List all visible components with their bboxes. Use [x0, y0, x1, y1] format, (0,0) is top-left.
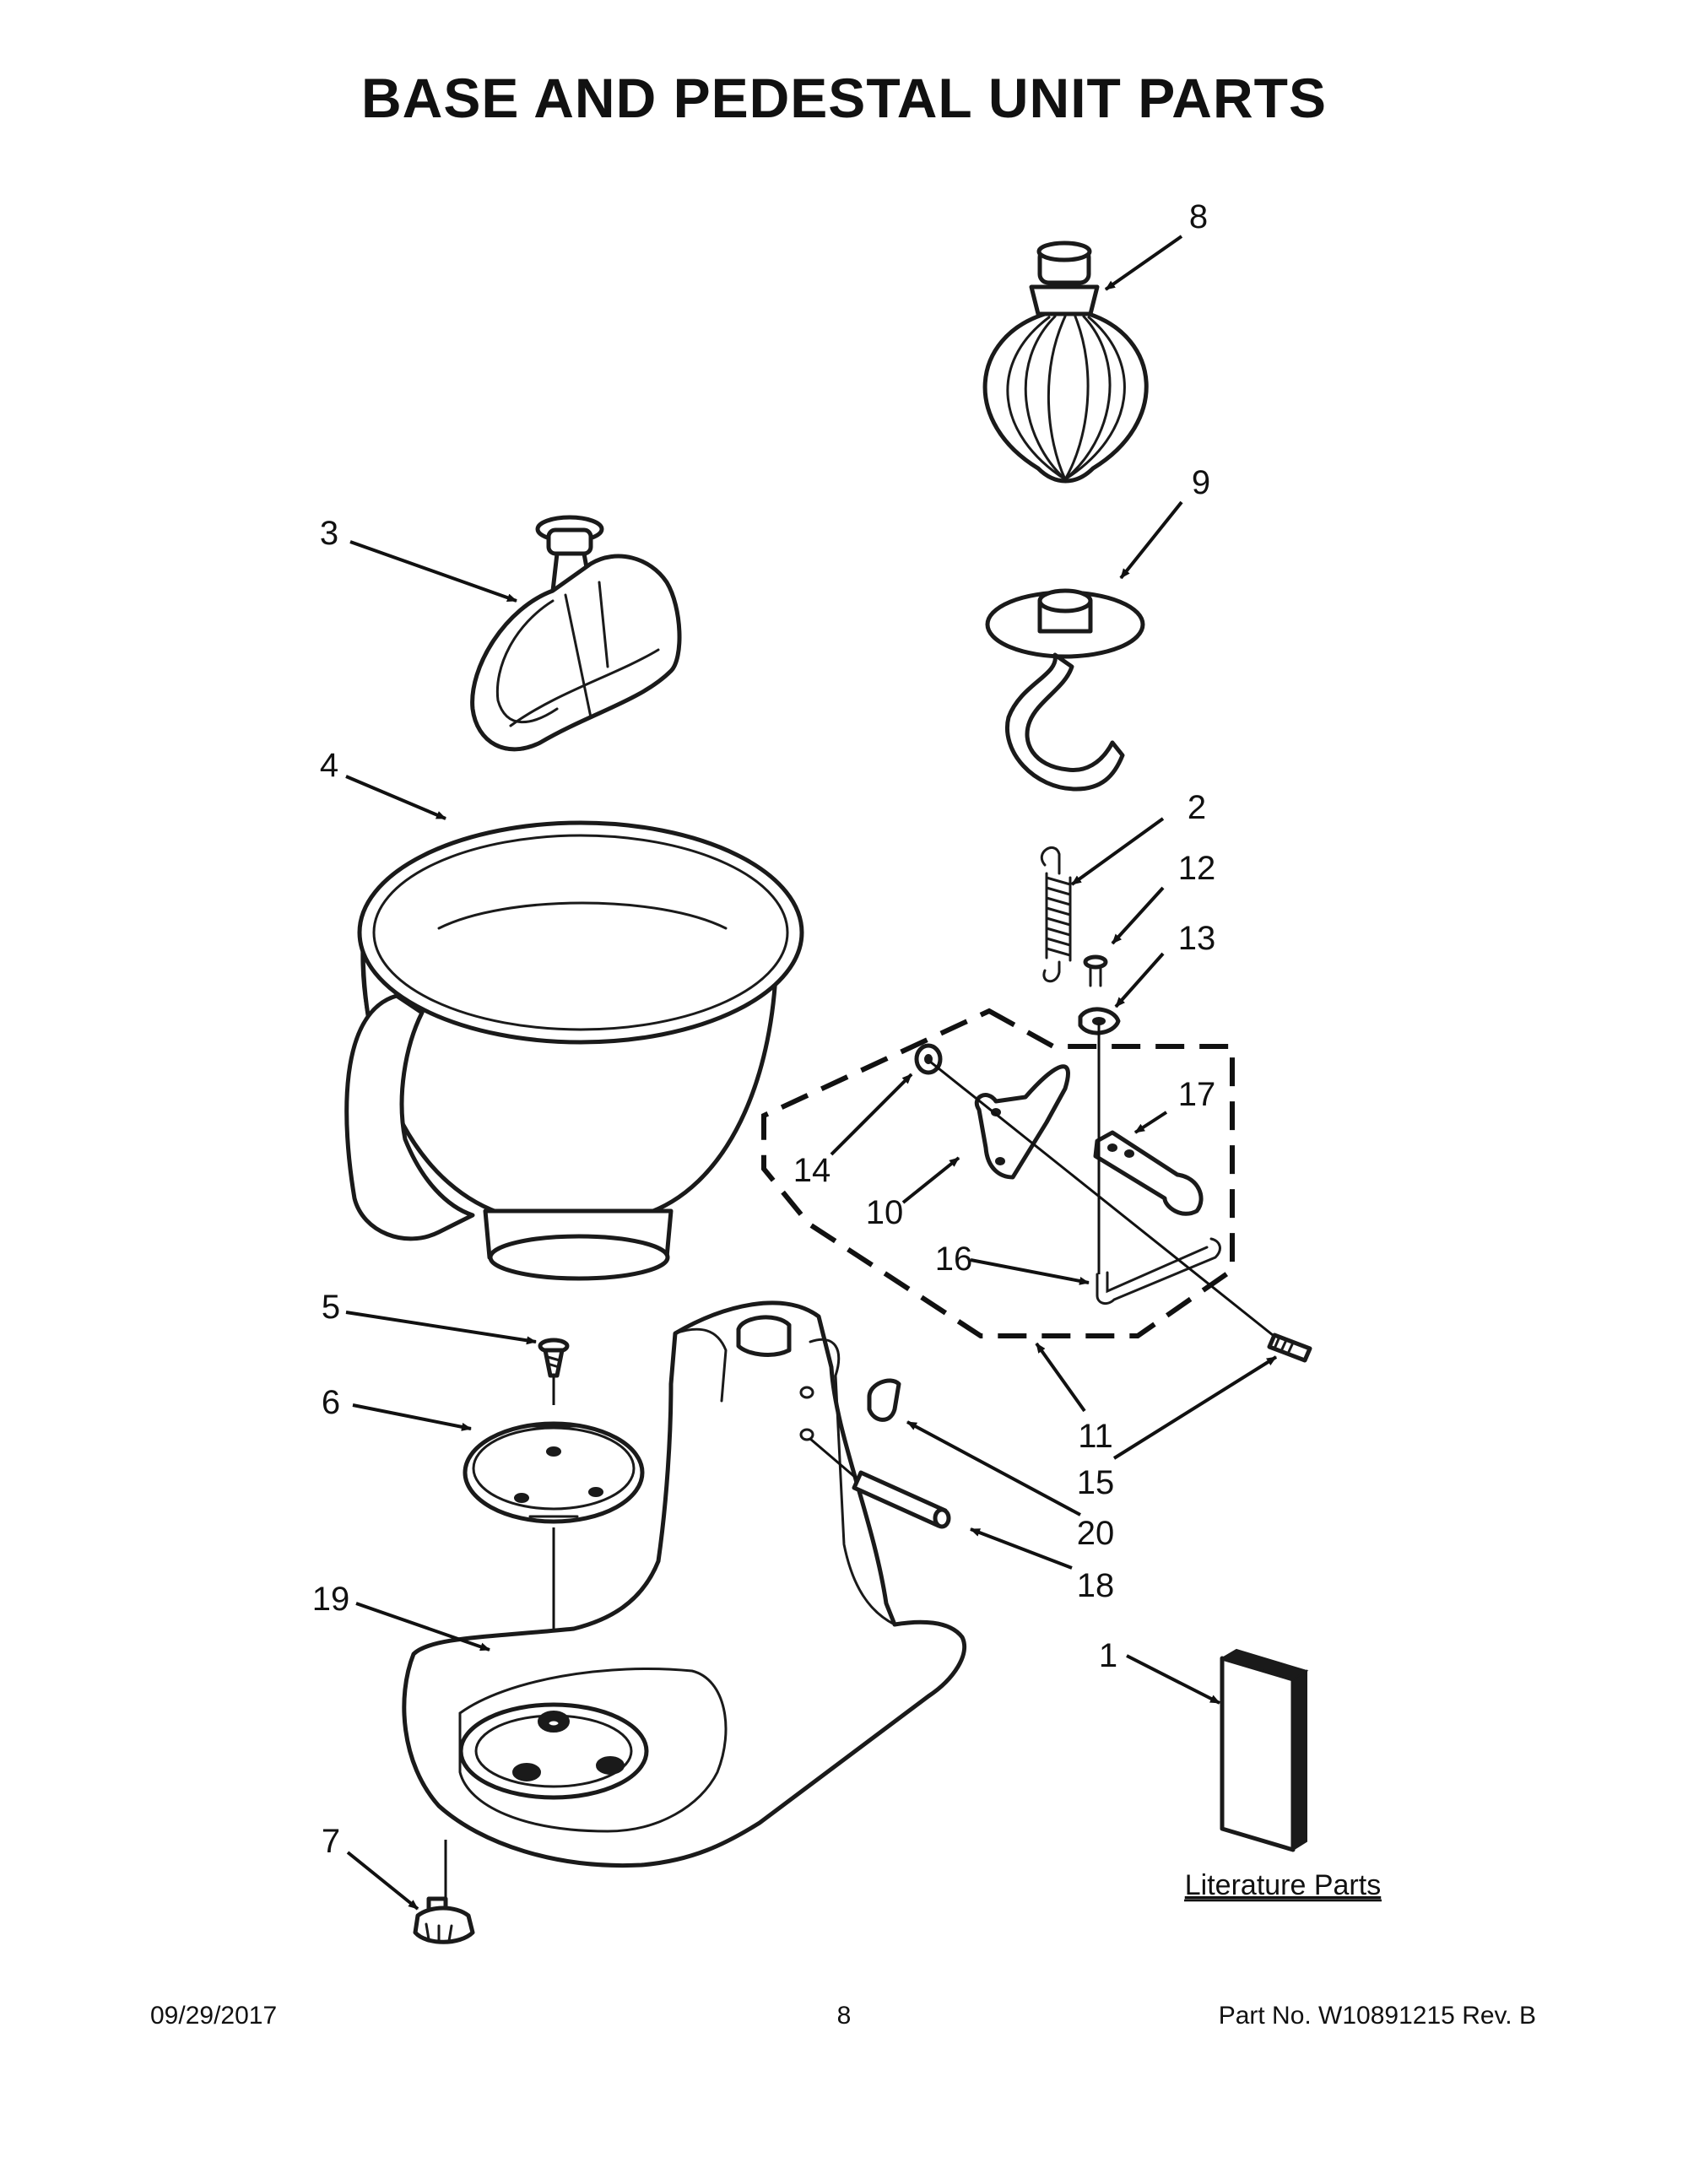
callout-10: 10 — [866, 1194, 904, 1231]
rod-16-part — [1096, 1237, 1221, 1306]
callout-18: 18 — [1077, 1567, 1115, 1604]
callout-13: 13 — [1178, 920, 1216, 957]
hinge-axis — [809, 1437, 858, 1480]
pivot-axis — [929, 1060, 1282, 1343]
callout-14: 14 — [793, 1152, 831, 1189]
footer-page-number: 8 — [836, 2002, 852, 2030]
dough-hook-part — [985, 588, 1145, 792]
callout-2: 2 — [1188, 789, 1206, 826]
pedestal-base-part — [402, 1300, 967, 1868]
lever-17-part — [1093, 1130, 1204, 1216]
leader-lines — [345, 235, 1278, 1911]
callout-11: 11 — [1078, 1418, 1113, 1455]
page-title: BASE AND PEDESTAL UNIT PARTS — [361, 67, 1327, 129]
callout-9: 9 — [1192, 464, 1210, 501]
screw-5-part — [538, 1338, 570, 1378]
pin-15-part — [1267, 1333, 1312, 1363]
washer-13-part — [1078, 1007, 1121, 1035]
callout-16: 16 — [935, 1241, 973, 1278]
literature-parts-label: Literature Parts — [1185, 1869, 1381, 1901]
flat-beater-part — [470, 515, 682, 752]
callout-20: 20 — [1077, 1515, 1115, 1552]
callout-19: 19 — [312, 1581, 350, 1618]
assembly-11-outline — [761, 1008, 1235, 1338]
callout-4: 4 — [320, 747, 338, 784]
foot-7-part — [413, 1896, 475, 1944]
screw-12-part — [1083, 954, 1108, 987]
footer-part-number: Part No. W10891215 Rev. B — [1218, 2002, 1536, 2030]
callout-5: 5 — [322, 1289, 340, 1326]
callout-12: 12 — [1178, 850, 1216, 887]
callout-8: 8 — [1189, 198, 1208, 235]
mixing-bowl-part — [344, 820, 804, 1281]
callout-6: 6 — [322, 1384, 340, 1421]
callout-17: 17 — [1178, 1076, 1216, 1113]
wire-whip-part — [982, 241, 1149, 484]
washer-14-part — [914, 1043, 943, 1075]
callout-1: 1 — [1099, 1637, 1117, 1674]
callout-7: 7 — [322, 1823, 340, 1860]
base-plate-part — [463, 1421, 645, 1524]
callout-15: 15 — [1077, 1464, 1115, 1501]
hinge-pin-18-part — [852, 1470, 951, 1529]
spring-part — [1040, 846, 1072, 983]
footer-date: 09/29/2017 — [150, 2002, 278, 2030]
clip-20-part — [867, 1378, 901, 1422]
literature-booklet-part — [1220, 1648, 1309, 1852]
callout-3: 3 — [320, 515, 338, 552]
bracket-10-part — [975, 1064, 1070, 1180]
